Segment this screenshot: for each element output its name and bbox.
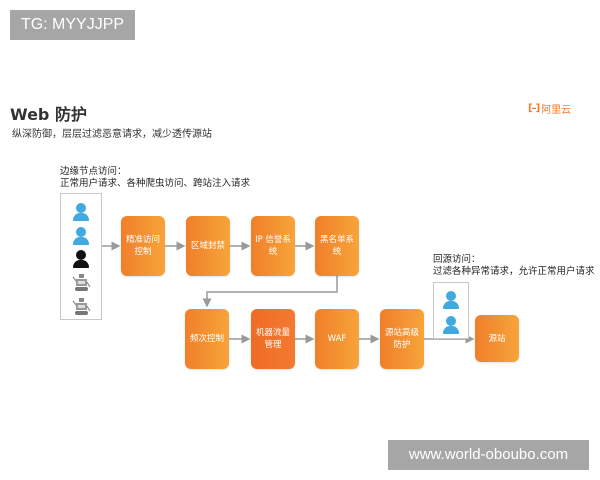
origin-clients-panel [433, 282, 469, 339]
aliyun-logo: [–] 阿里云 [528, 101, 572, 116]
edge-note-detail: 正常用户请求、各种爬虫访问、跨站注入请求 [60, 178, 251, 189]
user-icon [72, 226, 90, 245]
page-title: Web 防护 [10, 105, 87, 124]
incoming-clients-panel [60, 193, 102, 320]
edge-access-note: 边缘节点访问： 正常用户请求、各种爬虫访问、跨站注入请求 [60, 166, 250, 190]
edge-note-heading: 边缘节点访问： [60, 166, 127, 177]
step-bot-traffic-management: 机器流量管理 [251, 309, 295, 369]
user-icon [72, 203, 90, 221]
top-watermark-tag: TG: MYYJJPP [10, 10, 135, 40]
aliyun-logo-text: 阿里云 [541, 104, 572, 116]
robot-icon [71, 297, 91, 317]
step-rate-control: 频次控制 [185, 309, 229, 369]
origin-note-heading: 回源访问： [433, 254, 481, 265]
user-icon [442, 316, 460, 335]
step-ip-reputation: IP 信誉系统 [251, 216, 295, 276]
bottom-watermark-url: www.world-oboubo.com [388, 440, 589, 470]
user-icon [442, 291, 460, 310]
origin-note-detail: 过滤各种异常请求，允许正常用户请求 [433, 266, 595, 277]
origin-access-note: 回源访问： 过滤各种异常请求，允许正常用户请求 [433, 254, 595, 278]
robot-icon [71, 273, 91, 293]
page-subtitle: 纵深防御，层层过滤恶意请求，减少透传源站 [12, 129, 212, 140]
step-waf: WAF [315, 309, 359, 369]
step-blacklist: 黑名单系统 [315, 216, 359, 276]
user-icon [72, 250, 90, 269]
step-origin-advanced-protection: 源站高级防护 [380, 309, 424, 369]
step-precise-access-control: 精准访问控制 [121, 216, 165, 276]
aliyun-logo-icon: [–] [528, 102, 540, 114]
step-region-block: 区域封禁 [186, 216, 230, 276]
origin-server: 源站 [475, 315, 519, 362]
